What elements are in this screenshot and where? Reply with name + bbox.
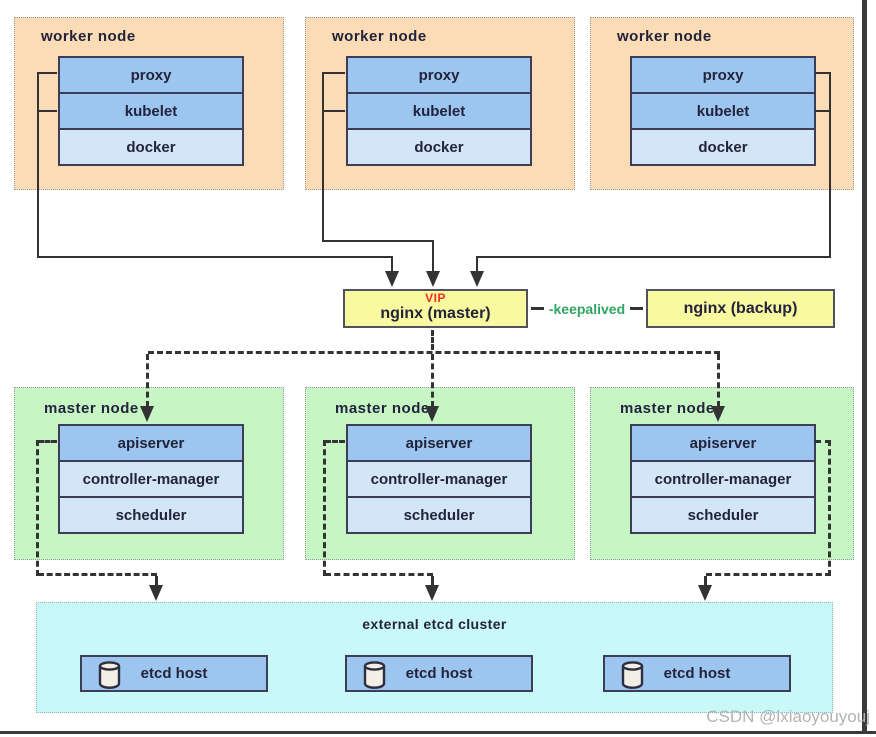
- docker-box: docker: [346, 128, 532, 166]
- proxy-box: proxy: [58, 56, 244, 94]
- worker-node-1: worker node proxy kubelet docker: [14, 17, 284, 190]
- arrowhead-icon: [385, 271, 399, 287]
- dashed-connector-line: [325, 440, 345, 443]
- connector-line: [815, 72, 831, 74]
- etcd-host-1: etcd host: [80, 655, 268, 692]
- arrowhead-icon: [140, 406, 154, 422]
- kubelet-box: kubelet: [58, 92, 244, 130]
- connector-line: [323, 72, 345, 74]
- apiserver-box: apiserver: [58, 424, 244, 462]
- worker-node-3-title: worker node: [617, 28, 712, 45]
- connector-line: [38, 110, 57, 112]
- etcd-host-2-label: etcd host: [405, 665, 473, 682]
- proxy-box: proxy: [346, 56, 532, 94]
- kubelet-box: kubelet: [630, 92, 816, 130]
- connector-line: [815, 110, 831, 112]
- master-node-3-components: apiserver controller-manager scheduler: [630, 424, 816, 534]
- apiserver-box: apiserver: [346, 424, 532, 462]
- dashed-connector-line: [38, 440, 57, 443]
- keepalived-dash-right: [630, 307, 644, 310]
- connector-line: [322, 72, 324, 242]
- frame-border-bottom: [0, 731, 876, 734]
- master-node-1-components: apiserver controller-manager scheduler: [58, 424, 244, 534]
- dashed-connector-line: [148, 351, 720, 354]
- dashed-connector-line: [815, 440, 831, 443]
- keepalived-label: -keepalived: [548, 300, 626, 317]
- frame-border-right: [862, 0, 867, 734]
- master-node-1-title: master node: [44, 400, 139, 417]
- dashed-connector-line: [717, 354, 720, 407]
- master-node-2: master node apiserver controller-manager…: [305, 387, 575, 560]
- master-node-2-components: apiserver controller-manager scheduler: [346, 424, 532, 534]
- database-icon: [620, 661, 645, 694]
- arrowhead-icon: [149, 585, 163, 601]
- keepalived-connector: -keepalived: [528, 289, 646, 328]
- connector-line: [476, 256, 478, 273]
- kubelet-box: kubelet: [346, 92, 532, 130]
- connector-line: [37, 256, 393, 258]
- arrowhead-icon: [711, 406, 725, 422]
- nginx-master-label: nginx (master): [380, 305, 491, 322]
- dashed-connector-line: [146, 354, 149, 407]
- worker-node-3-components: proxy kubelet docker: [630, 56, 816, 166]
- etcd-host-3: etcd host: [603, 655, 791, 692]
- connector-line: [37, 72, 39, 258]
- dashed-connector-line: [155, 576, 158, 586]
- arrowhead-icon: [425, 406, 439, 422]
- scheduler-box: scheduler: [630, 496, 816, 534]
- docker-box: docker: [58, 128, 244, 166]
- dashed-connector-line: [323, 440, 326, 576]
- arrowhead-icon: [698, 585, 712, 601]
- arrowhead-icon: [426, 271, 440, 287]
- master-node-3: master node apiserver controller-manager…: [590, 387, 854, 560]
- connector-line: [432, 240, 434, 273]
- keepalived-dash-left: [530, 307, 544, 310]
- worker-node-1-components: proxy kubelet docker: [58, 56, 244, 166]
- connector-line: [391, 256, 393, 273]
- dashed-connector-line: [431, 330, 434, 350]
- database-icon: [97, 661, 122, 694]
- dashed-connector-line: [325, 573, 433, 576]
- database-icon: [362, 661, 387, 694]
- nginx-backup-box: nginx (backup): [646, 289, 835, 328]
- dashed-connector-line: [431, 354, 434, 407]
- scheduler-box: scheduler: [346, 496, 532, 534]
- etcd-cluster-title: external etcd cluster: [362, 616, 507, 632]
- dashed-connector-line: [706, 573, 831, 576]
- connector-line: [322, 240, 434, 242]
- worker-node-3: worker node proxy kubelet docker: [590, 17, 854, 190]
- dashed-connector-line: [828, 440, 831, 576]
- worker-node-2: worker node proxy kubelet docker: [305, 17, 575, 190]
- connector-line: [38, 72, 57, 74]
- etcd-host-1-label: etcd host: [140, 665, 208, 682]
- master-node-3-title: master node: [620, 400, 715, 417]
- etcd-host-3-label: etcd host: [663, 665, 731, 682]
- worker-node-1-title: worker node: [41, 28, 136, 45]
- arrowhead-icon: [425, 585, 439, 601]
- arrowhead-icon: [470, 271, 484, 287]
- connector-line: [323, 110, 345, 112]
- worker-node-2-title: worker node: [332, 28, 427, 45]
- vip-label: VIP: [425, 291, 446, 305]
- proxy-box: proxy: [630, 56, 816, 94]
- dashed-connector-line: [38, 573, 157, 576]
- nginx-master-box: VIP nginx (master): [343, 289, 528, 328]
- apiserver-box: apiserver: [630, 424, 816, 462]
- controller-manager-box: controller-manager: [58, 460, 244, 498]
- watermark: CSDN @lxiaoyouyouj: [706, 707, 870, 726]
- connector-line: [829, 72, 831, 258]
- docker-box: docker: [630, 128, 816, 166]
- controller-manager-box: controller-manager: [630, 460, 816, 498]
- controller-manager-box: controller-manager: [346, 460, 532, 498]
- nginx-backup-label: nginx (backup): [683, 300, 798, 317]
- dashed-connector-line: [431, 576, 434, 586]
- etcd-host-2: etcd host: [345, 655, 533, 692]
- dashed-connector-line: [36, 440, 39, 576]
- scheduler-box: scheduler: [58, 496, 244, 534]
- connector-line: [477, 256, 831, 258]
- worker-node-2-components: proxy kubelet docker: [346, 56, 532, 166]
- master-node-2-title: master node: [335, 400, 430, 417]
- dashed-connector-line: [704, 576, 707, 586]
